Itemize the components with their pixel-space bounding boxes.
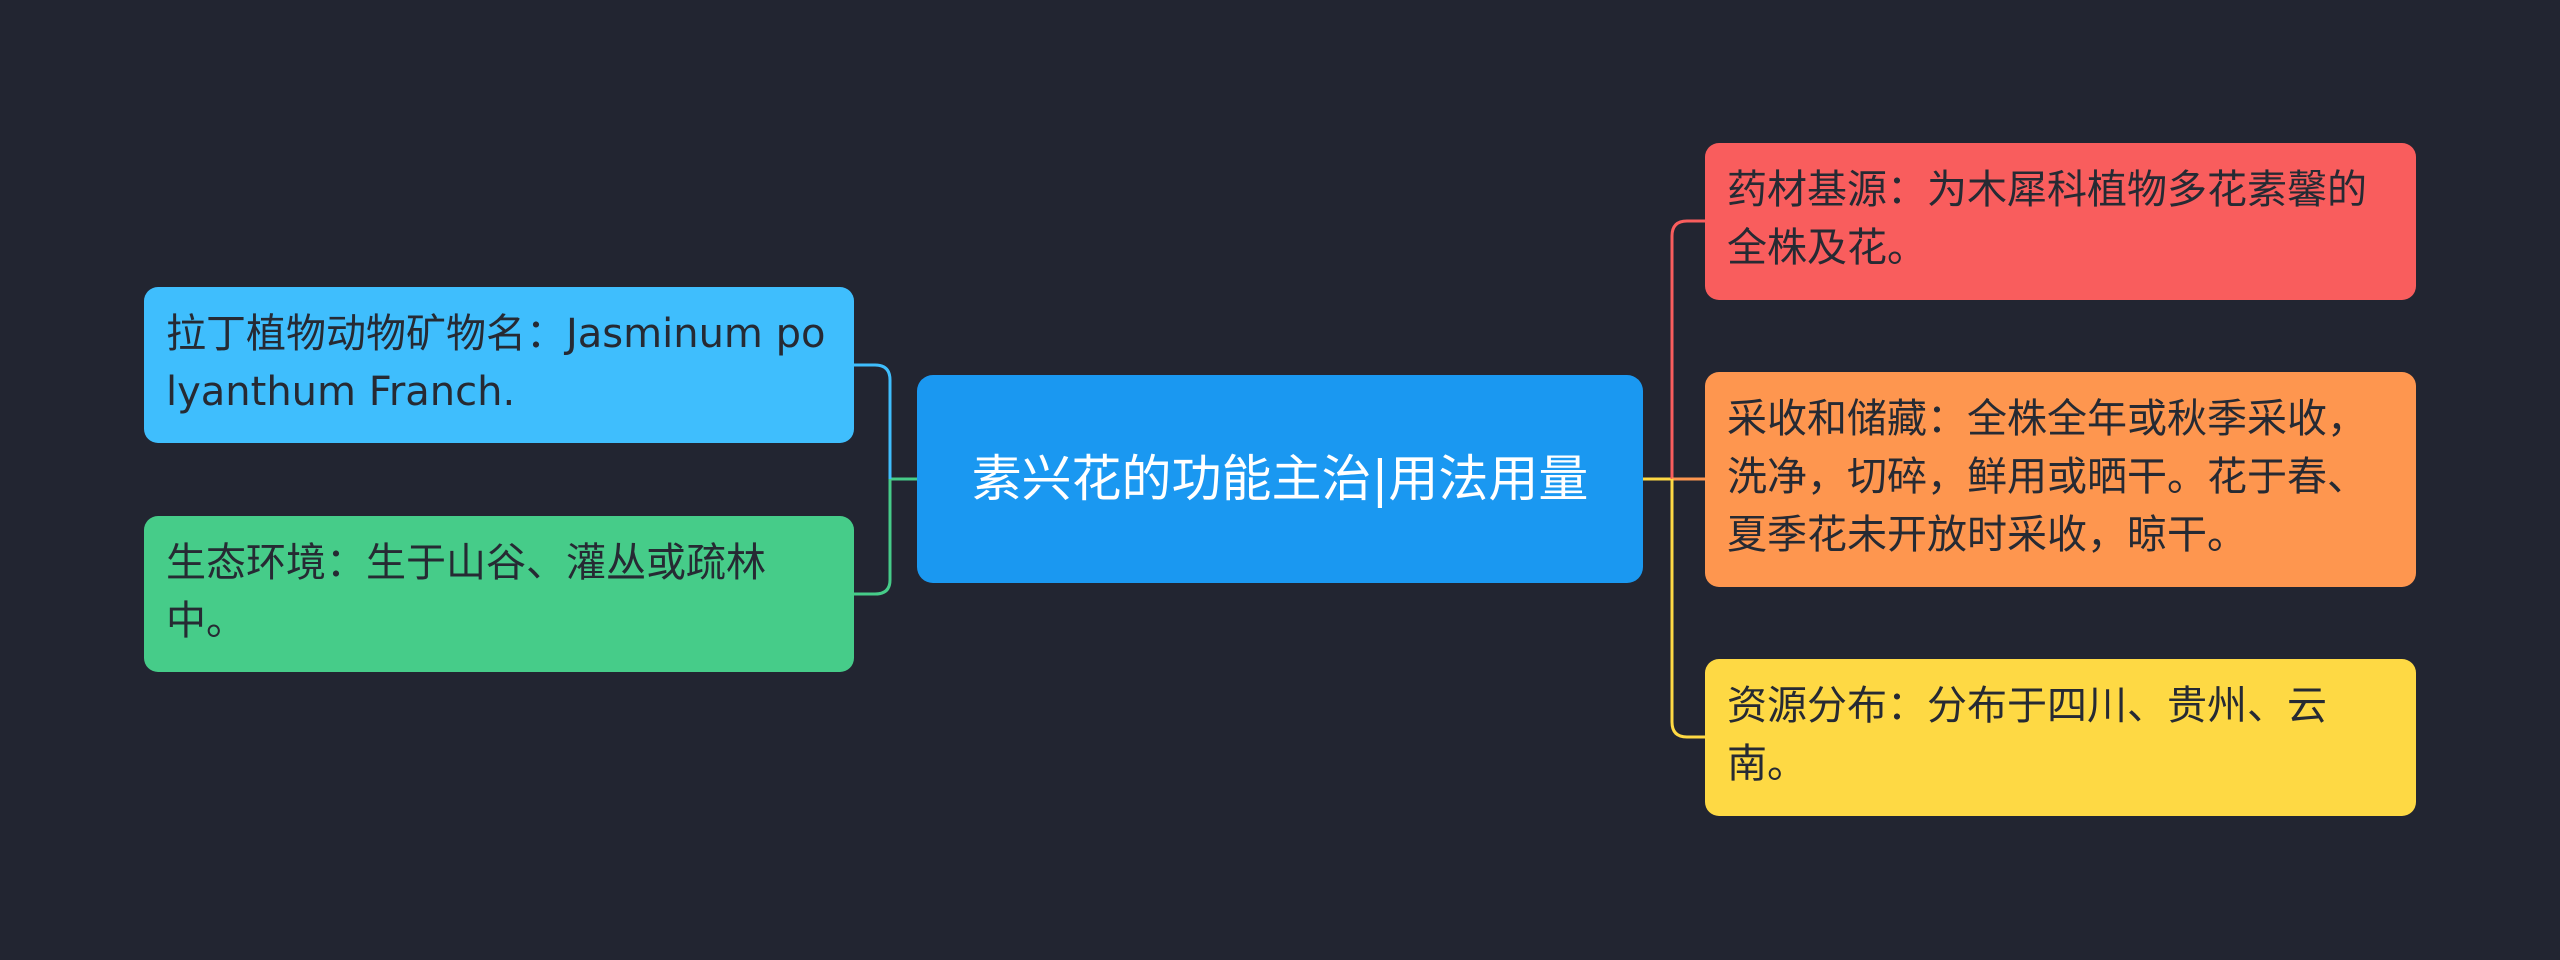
branch-text: 拉丁植物动物矿物名：Jasminum polyanthum Franch.: [166, 311, 826, 415]
connector-latin: [854, 363, 892, 479]
branch-node-habitat[interactable]: 生态环境：生于山谷、灌丛或疏林中。: [144, 516, 854, 672]
branch-node-harvest-storage[interactable]: 采收和储藏：全株全年或秋季采收，洗净，切碎，鲜用或晒干。花于春、夏季花未开放时采…: [1705, 372, 2416, 587]
branch-text: 采收和储藏：全株全年或秋季采收，洗净，切碎，鲜用或晒干。花于春、夏季花未开放时采…: [1727, 396, 2367, 558]
connector-dist: [1670, 479, 1705, 739]
branch-text: 药材基源：为木犀科植物多花素馨的全株及花。: [1727, 167, 2367, 271]
branch-node-distribution[interactable]: 资源分布：分布于四川、贵州、云南。: [1705, 659, 2416, 816]
root-title: 素兴花的功能主治|用法用量: [971, 450, 1589, 508]
root-node[interactable]: 素兴花的功能主治|用法用量: [917, 375, 1643, 583]
branch-node-latin-name[interactable]: 拉丁植物动物矿物名：Jasminum polyanthum Franch.: [144, 287, 854, 443]
branch-text: 资源分布：分布于四川、贵州、云南。: [1727, 683, 2327, 787]
connector-habitat: [854, 479, 892, 596]
connector-origin: [1670, 219, 1705, 479]
branch-text: 生态环境：生于山谷、灌丛或疏林中。: [166, 540, 766, 644]
branch-node-origin[interactable]: 药材基源：为木犀科植物多花素馨的全株及花。: [1705, 143, 2416, 300]
